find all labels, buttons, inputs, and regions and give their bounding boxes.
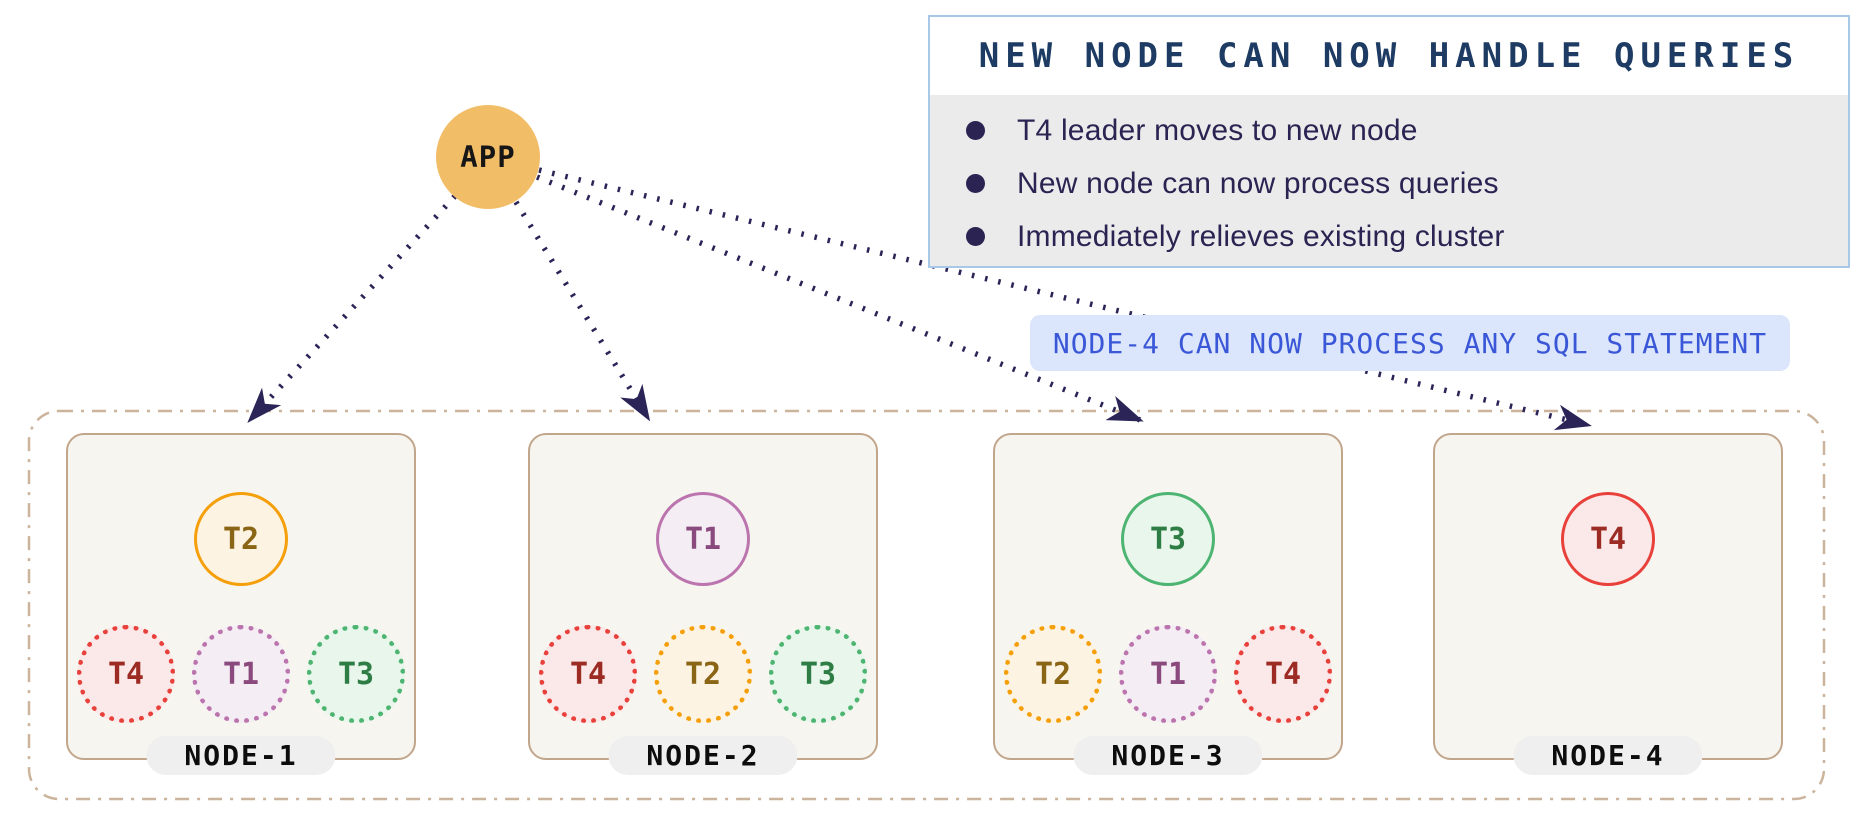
arrow-app-to-node-2	[513, 200, 651, 422]
leader-row: T3	[995, 492, 1341, 586]
node4-callout-text: NODE-4 CAN NOW PROCESS ANY SQL STATEMENT	[1052, 326, 1768, 360]
follower-tablet-circle: T4	[539, 625, 637, 723]
app-label: APP	[460, 140, 516, 174]
bullet-item: New node can now process queries	[930, 157, 1848, 210]
follower-tablet-circle: T1	[1119, 625, 1217, 723]
node-name-pill: NODE-1	[146, 736, 336, 775]
leader-tablet-circle: T3	[1121, 492, 1215, 586]
bullet-item: Immediately relieves existing cluster	[930, 210, 1848, 263]
leader-tablet-circle: T2	[194, 492, 288, 586]
follower-tablet-circle: T4	[77, 625, 175, 723]
follower-tablet-circle: T4	[1234, 625, 1332, 723]
follower-tablet-circle: T1	[192, 625, 290, 723]
leader-tablet-circle: T4	[1561, 492, 1655, 586]
leader-tablet-circle: T1	[656, 492, 750, 586]
app-circle: APP	[436, 105, 540, 209]
leader-row: T4	[1435, 492, 1781, 586]
bullet-icon	[966, 121, 985, 140]
bullet-icon	[966, 174, 985, 193]
bullet-text: Immediately relieves existing cluster	[1017, 219, 1505, 253]
node-box-4: T4 NODE-4	[1433, 433, 1783, 775]
follower-tablet-circle: T3	[769, 625, 867, 723]
node-name-pill: NODE-3	[1073, 736, 1263, 775]
node-name-pill: NODE-2	[608, 736, 798, 775]
info-box-body: T4 leader moves to new node New node can…	[930, 95, 1848, 266]
info-box-title: NEW NODE CAN NOW HANDLE QUERIES	[978, 36, 1800, 76]
arrow-app-to-node-1	[247, 194, 458, 423]
bullet-item: T4 leader moves to new node	[930, 104, 1848, 157]
leader-row: T2	[68, 492, 414, 586]
bullet-text: New node can now process queries	[1017, 166, 1499, 200]
follower-tablet-circle: T3	[307, 625, 405, 723]
follower-row: T4 T1 T3	[68, 625, 414, 723]
bullet-icon	[966, 227, 985, 246]
node-box-1: T2 T4 T1 T3 NODE-1	[66, 433, 416, 775]
follower-tablet-circle: T2	[1004, 625, 1102, 723]
node-box-3: T3 T2 T1 T4 NODE-3	[993, 433, 1343, 775]
info-box: NEW NODE CAN NOW HANDLE QUERIES T4 leade…	[928, 15, 1850, 268]
node-box-2: T1 T4 T2 T3 NODE-2	[528, 433, 878, 775]
follower-row: T2 T1 T4	[995, 625, 1341, 723]
follower-tablet-circle: T2	[654, 625, 752, 723]
follower-row: T4 T2 T3	[530, 625, 876, 723]
node-name-pill: NODE-4	[1513, 736, 1703, 775]
node4-callout: NODE-4 CAN NOW PROCESS ANY SQL STATEMENT	[1030, 315, 1790, 371]
leader-row: T1	[530, 492, 876, 586]
bullet-text: T4 leader moves to new node	[1017, 113, 1418, 147]
